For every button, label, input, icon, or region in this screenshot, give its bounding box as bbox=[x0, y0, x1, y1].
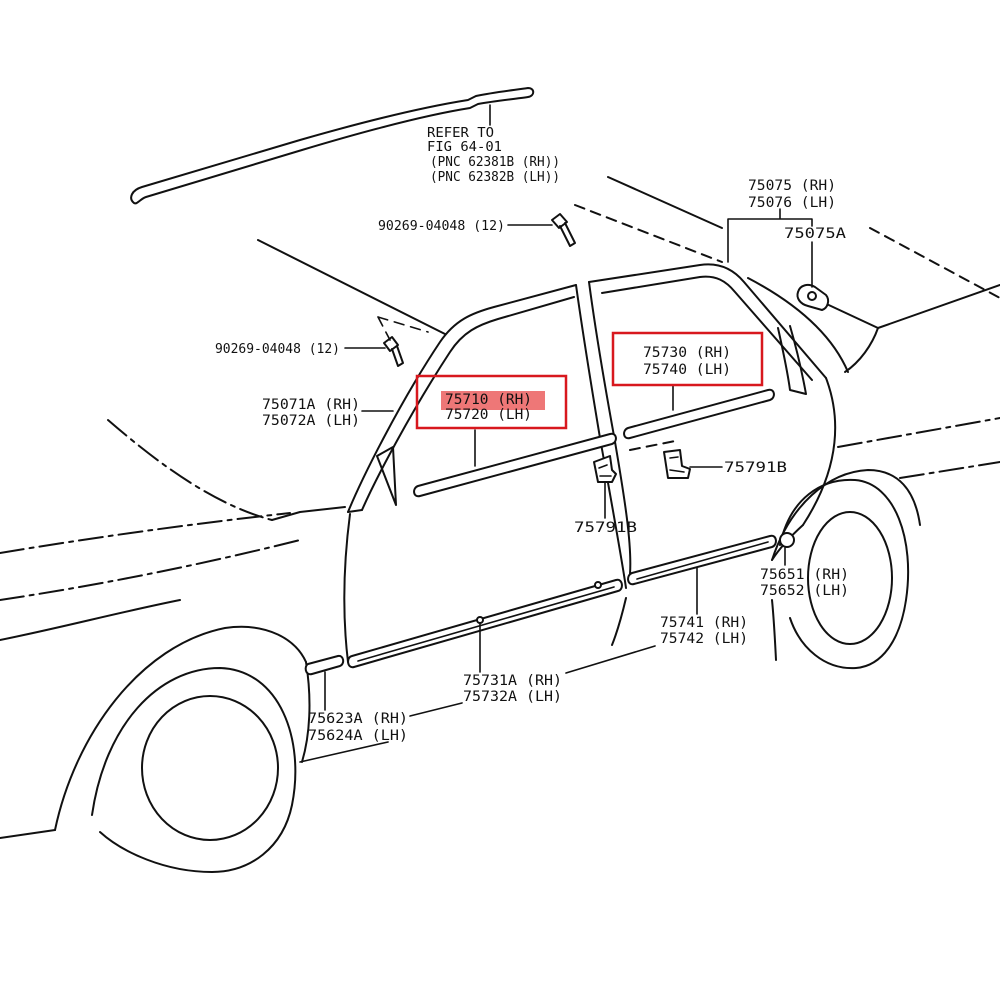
c-pillar-base bbox=[844, 327, 879, 373]
rear-bumper-line-lower bbox=[899, 461, 1000, 479]
rear-rocker-molding-rh-label: 75741 (RH) bbox=[660, 615, 748, 631]
rear-door-glass-dashed bbox=[629, 439, 681, 451]
highlight-marker-front-belt-rh bbox=[441, 391, 545, 410]
belt-clip-front-icon bbox=[593, 455, 617, 483]
front-door-front-edge bbox=[343, 513, 351, 663]
fender-side-line bbox=[0, 539, 301, 601]
callout-labels: REFER TO FIG 64-01 (PNC 62381B (RH)) (PN… bbox=[215, 126, 849, 744]
belt-clip-rear-icon bbox=[663, 449, 691, 479]
highlight-box-front-belt bbox=[415, 374, 568, 430]
refer-to-label: REFER TO bbox=[427, 126, 494, 141]
belt-clip-rear-label: 75791B bbox=[724, 460, 787, 476]
front-rocker-end-rh-label: 75623A (RH) bbox=[308, 711, 408, 727]
connector-rear-to-front-rocker bbox=[565, 645, 656, 674]
rear-roof-clip-icon bbox=[796, 283, 830, 311]
car-body bbox=[0, 87, 1000, 873]
rear-belt-molding bbox=[623, 388, 775, 440]
rear-tire bbox=[779, 478, 910, 670]
front-frame-base bbox=[347, 509, 363, 513]
front-rocker-bump bbox=[594, 581, 602, 589]
connector-front-rocker-to-end bbox=[409, 702, 463, 717]
rear-bumper-line-upper bbox=[837, 417, 1000, 448]
front-frame-outer bbox=[347, 284, 577, 513]
hood-cowl-line bbox=[107, 419, 273, 521]
rear-rocker-molding-lh-label: 75742 (LH) bbox=[660, 631, 748, 647]
front-belt-molding bbox=[413, 432, 617, 498]
rear-roof-clip-label: 75075A bbox=[784, 226, 847, 242]
rear-rocker-clip-lh-label: 75652 (LH) bbox=[760, 583, 849, 599]
rear-lower-line bbox=[771, 599, 777, 661]
highlight-box-rear-belt bbox=[611, 331, 764, 387]
leader-lines bbox=[299, 104, 813, 763]
rear-window-edge bbox=[607, 176, 723, 229]
door-gap-lower bbox=[611, 597, 627, 646]
front-frame-molding-rh-label: 75071A (RH) bbox=[262, 397, 360, 413]
bolt-lower-dashed-guide bbox=[377, 316, 429, 341]
windshield-edge bbox=[257, 239, 446, 335]
rear-rocker-clip bbox=[779, 532, 795, 548]
leader-rear-roof-bracket bbox=[727, 208, 813, 263]
front-lower-line bbox=[0, 829, 56, 839]
rear-belt-molding-rh-label: 75730 (RH) bbox=[643, 345, 731, 361]
bolt-lower-icon bbox=[383, 336, 404, 367]
pnc-lh-label: (PNC 62382B (LH)) bbox=[430, 170, 560, 185]
front-rocker-molding-rh-label: 75731A (RH) bbox=[463, 673, 562, 689]
rear-frame-outer bbox=[588, 263, 827, 379]
trunk-dashed-line bbox=[869, 227, 1000, 299]
front-rocker-bump bbox=[476, 616, 484, 624]
moldings bbox=[304, 388, 795, 676]
highlights bbox=[415, 331, 764, 430]
front-tire bbox=[91, 667, 297, 873]
connector-end-to-fender bbox=[299, 741, 389, 763]
front-belt-molding-lh-label: 75720 (LH) bbox=[445, 407, 532, 423]
quarter-panel-top bbox=[747, 277, 849, 373]
rear-belt-molding-lh-label: 75740 (LH) bbox=[643, 362, 731, 378]
bolt-lower-label: 90269-04048 (12) bbox=[215, 342, 340, 357]
front-rocker-molding-lh-label: 75732A (LH) bbox=[463, 689, 562, 705]
belt-clip-front-label: 75791B bbox=[574, 520, 637, 536]
rear-wheel-hub bbox=[807, 511, 893, 645]
fender-top-line bbox=[0, 512, 291, 554]
front-wheel-arch bbox=[54, 625, 307, 831]
front-belt-molding-rh-label: 75710 (RH) bbox=[445, 392, 532, 408]
rear-wheel-arch bbox=[771, 469, 921, 561]
front-rocker-end-lh-label: 75624A (LH) bbox=[308, 728, 408, 744]
roof-dashed-line bbox=[574, 204, 723, 263]
roof-drip-molding bbox=[130, 87, 535, 205]
rear-roof-molding-lh-label: 75076 (LH) bbox=[748, 195, 836, 211]
rear-rocker-molding-inner bbox=[636, 541, 769, 580]
pnc-rh-label: (PNC 62381B (RH)) bbox=[430, 155, 560, 170]
b-pillar-rear bbox=[588, 281, 615, 437]
window-frames bbox=[347, 263, 827, 513]
front-bumper-line bbox=[0, 599, 181, 641]
rear-rocker-clip-rh-label: 75651 (RH) bbox=[760, 567, 849, 583]
cowl-base bbox=[271, 506, 346, 521]
front-frame-molding-lh-label: 75072A (LH) bbox=[262, 413, 360, 429]
fig-reference-label: FIG 64-01 bbox=[427, 140, 502, 155]
front-rocker-end-piece bbox=[304, 654, 345, 676]
front-wheel-hub bbox=[141, 695, 279, 841]
rear-door-front-edge bbox=[613, 435, 632, 575]
bolt-upper-icon bbox=[551, 213, 576, 247]
b-pillar-front bbox=[575, 284, 601, 439]
rear-roof-molding-rh-label: 75075 (RH) bbox=[748, 178, 836, 194]
fasteners bbox=[377, 213, 830, 483]
front-frame-inner bbox=[361, 296, 575, 511]
rear-frame-inner bbox=[601, 275, 813, 381]
rear-door-rear-edge bbox=[802, 377, 837, 526]
front-rocker-molding-inner bbox=[357, 586, 615, 662]
bolt-upper-label: 90269-04048 (12) bbox=[378, 219, 505, 234]
front-quarter-glass bbox=[376, 446, 397, 506]
rear-door-divider bbox=[777, 325, 807, 395]
